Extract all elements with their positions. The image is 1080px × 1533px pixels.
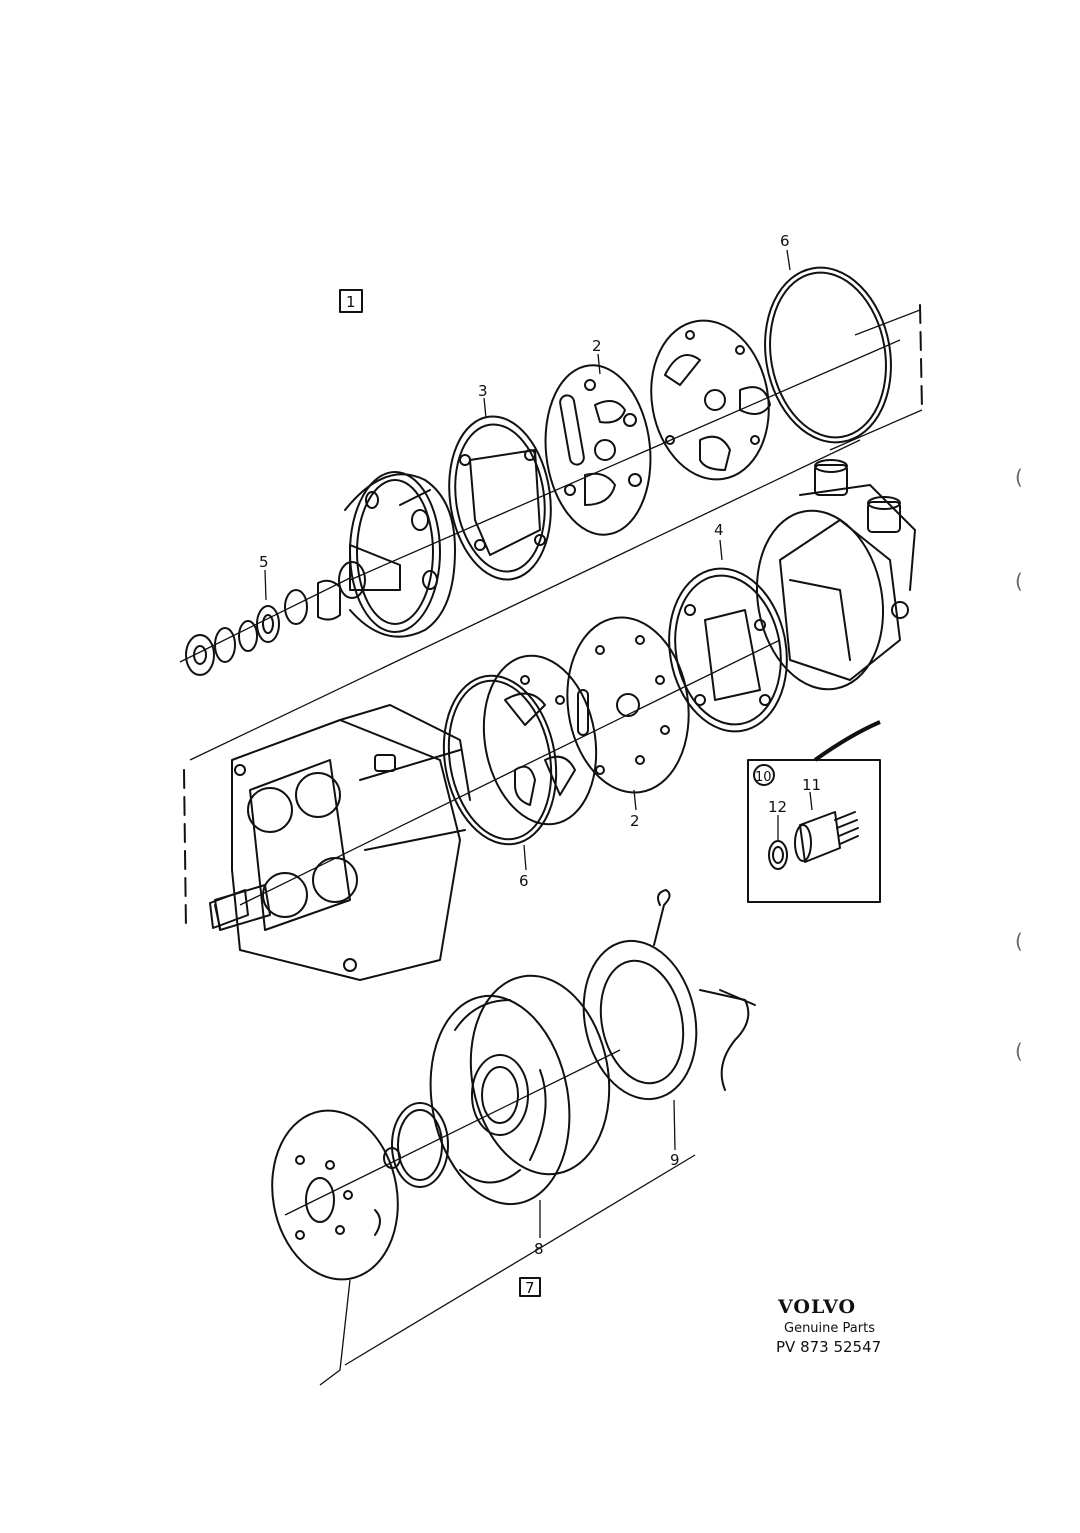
- fitting-11: [794, 811, 859, 863]
- o-ring-6-middle: [442, 674, 558, 846]
- reed-plate-middle: [482, 654, 598, 826]
- leader-lines: [264, 249, 813, 1238]
- bracket-line-7: [344, 1154, 696, 1366]
- o-ring-6-top: [764, 266, 892, 444]
- callout-11: 11: [802, 776, 821, 794]
- middle-assembly: [183, 459, 916, 981]
- coil-9: [582, 889, 756, 1101]
- callout-5: 5: [259, 553, 269, 571]
- pulley-8: [429, 974, 611, 1206]
- brand-tagline: Genuine Parts: [784, 1321, 875, 1336]
- box-label-7: 7: [525, 1279, 535, 1297]
- callout-4: 4: [714, 521, 724, 539]
- valve-plate-2-top: [544, 364, 652, 536]
- axis-line-lower: [284, 1049, 621, 1216]
- callout-8: 8: [534, 1240, 544, 1258]
- box-label-1-frame: [339, 289, 363, 313]
- reed-plate-top: [650, 319, 771, 481]
- part-code: PV 873 52547: [776, 1338, 881, 1356]
- callout-2-top: 2: [592, 337, 602, 355]
- compressor-shaft: [209, 889, 249, 929]
- section-line: [829, 409, 923, 451]
- inset-number-circle: [753, 764, 775, 786]
- callout-6-top: 6: [780, 232, 790, 250]
- clutch-assembly: [271, 889, 756, 1386]
- margin-mark: (: [1015, 1039, 1023, 1063]
- section-boundary-left: [183, 769, 187, 931]
- axis-line-middle: [239, 639, 781, 906]
- inset-box-10: [747, 759, 881, 903]
- callout-2-middle: 2: [630, 812, 640, 830]
- brand-logo: VOLVO: [777, 1296, 856, 1318]
- callout-3: 3: [478, 382, 488, 400]
- axis-line-upper: [349, 339, 901, 581]
- armature-plate: [271, 1109, 399, 1281]
- front-head: [344, 471, 456, 638]
- margin-mark: (: [1015, 569, 1023, 593]
- section-line: [854, 309, 921, 336]
- washer-12: [768, 840, 788, 870]
- upper-assembly: [179, 266, 923, 676]
- callout-6-middle: 6: [519, 872, 529, 890]
- rear-head: [755, 459, 916, 691]
- axis-line: [179, 577, 351, 663]
- bracket-leader: [319, 1279, 351, 1386]
- gasket-3: [448, 415, 552, 581]
- margin-mark: (: [1015, 465, 1023, 489]
- section-divider: [189, 439, 861, 761]
- brand-block: VOLVO Genuine Parts PV 873 52547: [776, 1296, 881, 1356]
- box-label-1: 1: [346, 293, 356, 311]
- gasket-4: [668, 567, 788, 733]
- inset-leader: [813, 720, 881, 762]
- callout-12: 12: [768, 798, 787, 816]
- margin-mark: (: [1015, 929, 1023, 953]
- box-label-10: 10: [755, 770, 772, 785]
- callout-9: 9: [670, 1151, 680, 1169]
- box-label-7-frame: [519, 1277, 541, 1297]
- compressor-body: [214, 704, 471, 981]
- valve-plate-2-middle: [566, 616, 690, 794]
- section-boundary-right: [919, 304, 923, 411]
- shaft-seal-stack: [185, 561, 366, 676]
